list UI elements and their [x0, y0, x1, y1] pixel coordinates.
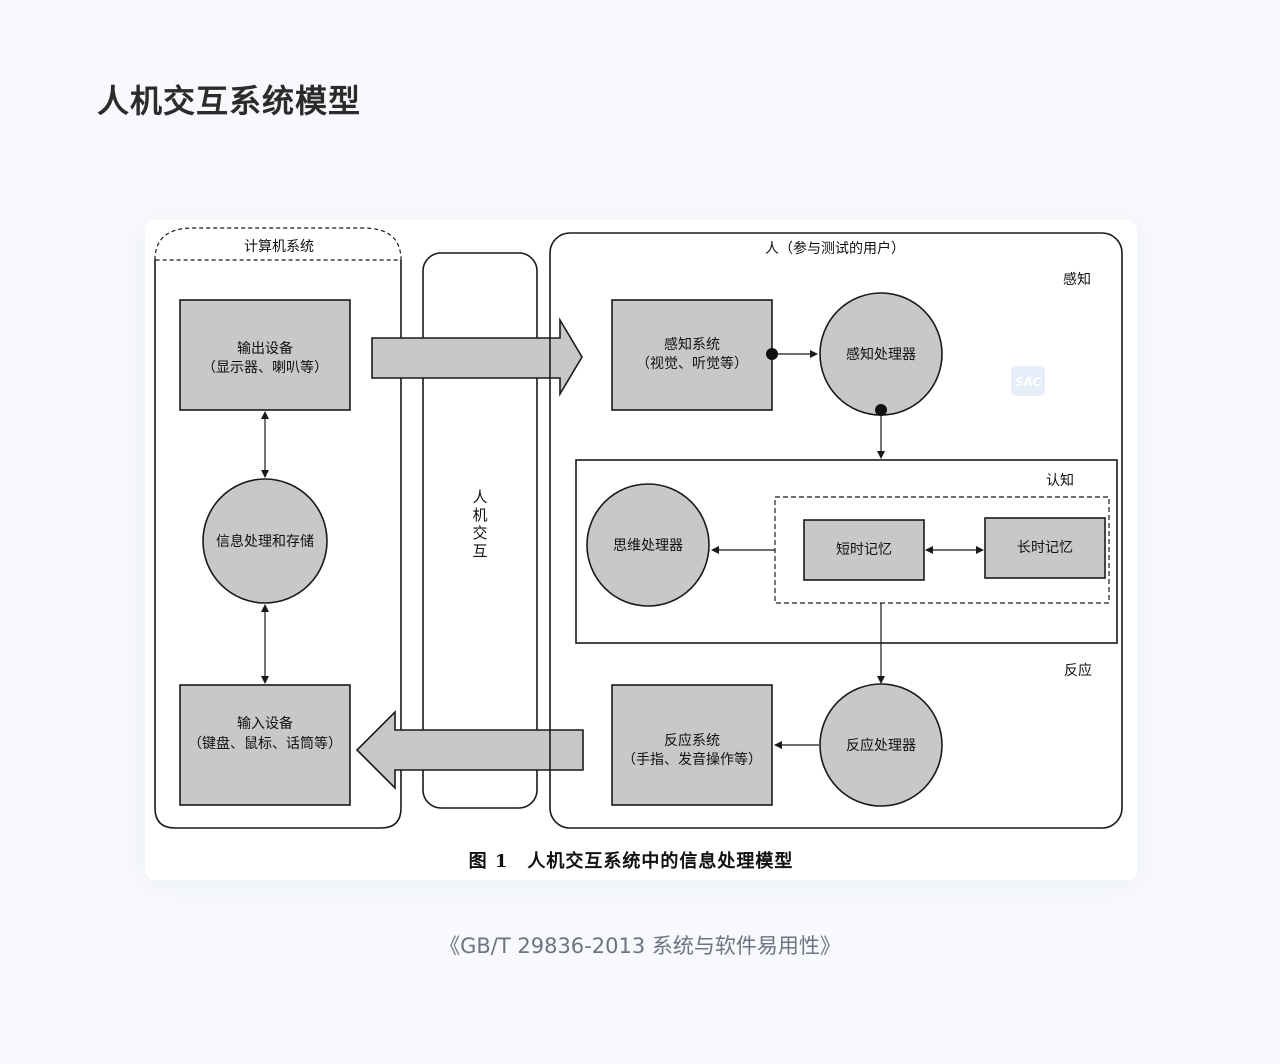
- source-citation: 《GB/T 29836-2013 系统与软件易用性》: [439, 934, 841, 958]
- hci-char-3: 交: [472, 524, 487, 542]
- sac-watermark: SAC: [1011, 366, 1045, 396]
- input-device-box: [179, 684, 351, 806]
- human-user-panel: [549, 232, 1123, 829]
- hci-char-1: 人: [472, 488, 487, 506]
- fat-arrow-left: [355, 710, 584, 790]
- cognition-label: 认知: [1046, 472, 1074, 489]
- info-processing-label: 信息处理和存储: [216, 533, 314, 550]
- perception-label: 感知: [1063, 271, 1091, 288]
- human-user-label: 人（参与测试的用户）: [765, 240, 905, 257]
- perception-system-box: [611, 299, 773, 411]
- figure-card: 计算机系统 输出设备 （显示器、喇叭等） 信息处理和存储 输入设备 （键盘、鼠标…: [145, 220, 1137, 880]
- computer-system-panel: [154, 260, 402, 829]
- output-device-subtitle: （显示器、喇叭等）: [202, 359, 328, 376]
- figure-caption: 图 1 人机交互系统中的信息处理模型: [469, 850, 794, 872]
- page-title: 人机交互系统模型: [97, 82, 362, 120]
- hci-char-4: 互: [472, 542, 487, 560]
- output-device-title: 输出设备: [237, 340, 293, 357]
- cognition-box: [575, 459, 1118, 644]
- output-device-box: [179, 299, 351, 411]
- short-term-memory-label: 短时记忆: [836, 542, 892, 558]
- hci-char-2: 机: [472, 506, 487, 524]
- computer-system-label: 计算机系统: [244, 239, 314, 255]
- perception-processor-label: 感知处理器: [846, 346, 916, 363]
- short-term-memory-box: [803, 519, 925, 581]
- hci-diagram: 计算机系统 输出设备 （显示器、喇叭等） 信息处理和存储 输入设备 （键盘、鼠标…: [154, 227, 1123, 872]
- hci-column: [422, 252, 538, 809]
- input-device-subtitle: （键盘、鼠标、话筒等）: [188, 735, 342, 752]
- response-label: 反应: [1064, 662, 1092, 679]
- info-processing-circle: [202, 478, 328, 604]
- long-term-memory-box: [984, 517, 1106, 579]
- thinking-processor-label: 思维处理器: [613, 538, 683, 554]
- connector-dot-1: [766, 348, 778, 360]
- response-system-box: [611, 684, 773, 806]
- response-system-subtitle: （手指、发音操作等）: [622, 751, 762, 768]
- response-processor-circle: [819, 683, 943, 807]
- connector-dot-2: [875, 404, 887, 416]
- long-term-memory-label: 长时记忆: [1017, 540, 1073, 556]
- response-processor-label: 反应处理器: [846, 737, 916, 754]
- computer-system-dashed-top: [154, 227, 402, 261]
- svg-text:SAC: SAC: [1015, 375, 1042, 389]
- perception-system-title: 感知系统: [664, 336, 720, 353]
- input-device-title: 输入设备: [237, 715, 293, 732]
- fat-arrow-right: [371, 317, 583, 397]
- thinking-processor-circle: [586, 483, 710, 607]
- perception-system-subtitle: （视觉、听觉等）: [636, 355, 748, 372]
- response-system-title: 反应系统: [664, 732, 720, 749]
